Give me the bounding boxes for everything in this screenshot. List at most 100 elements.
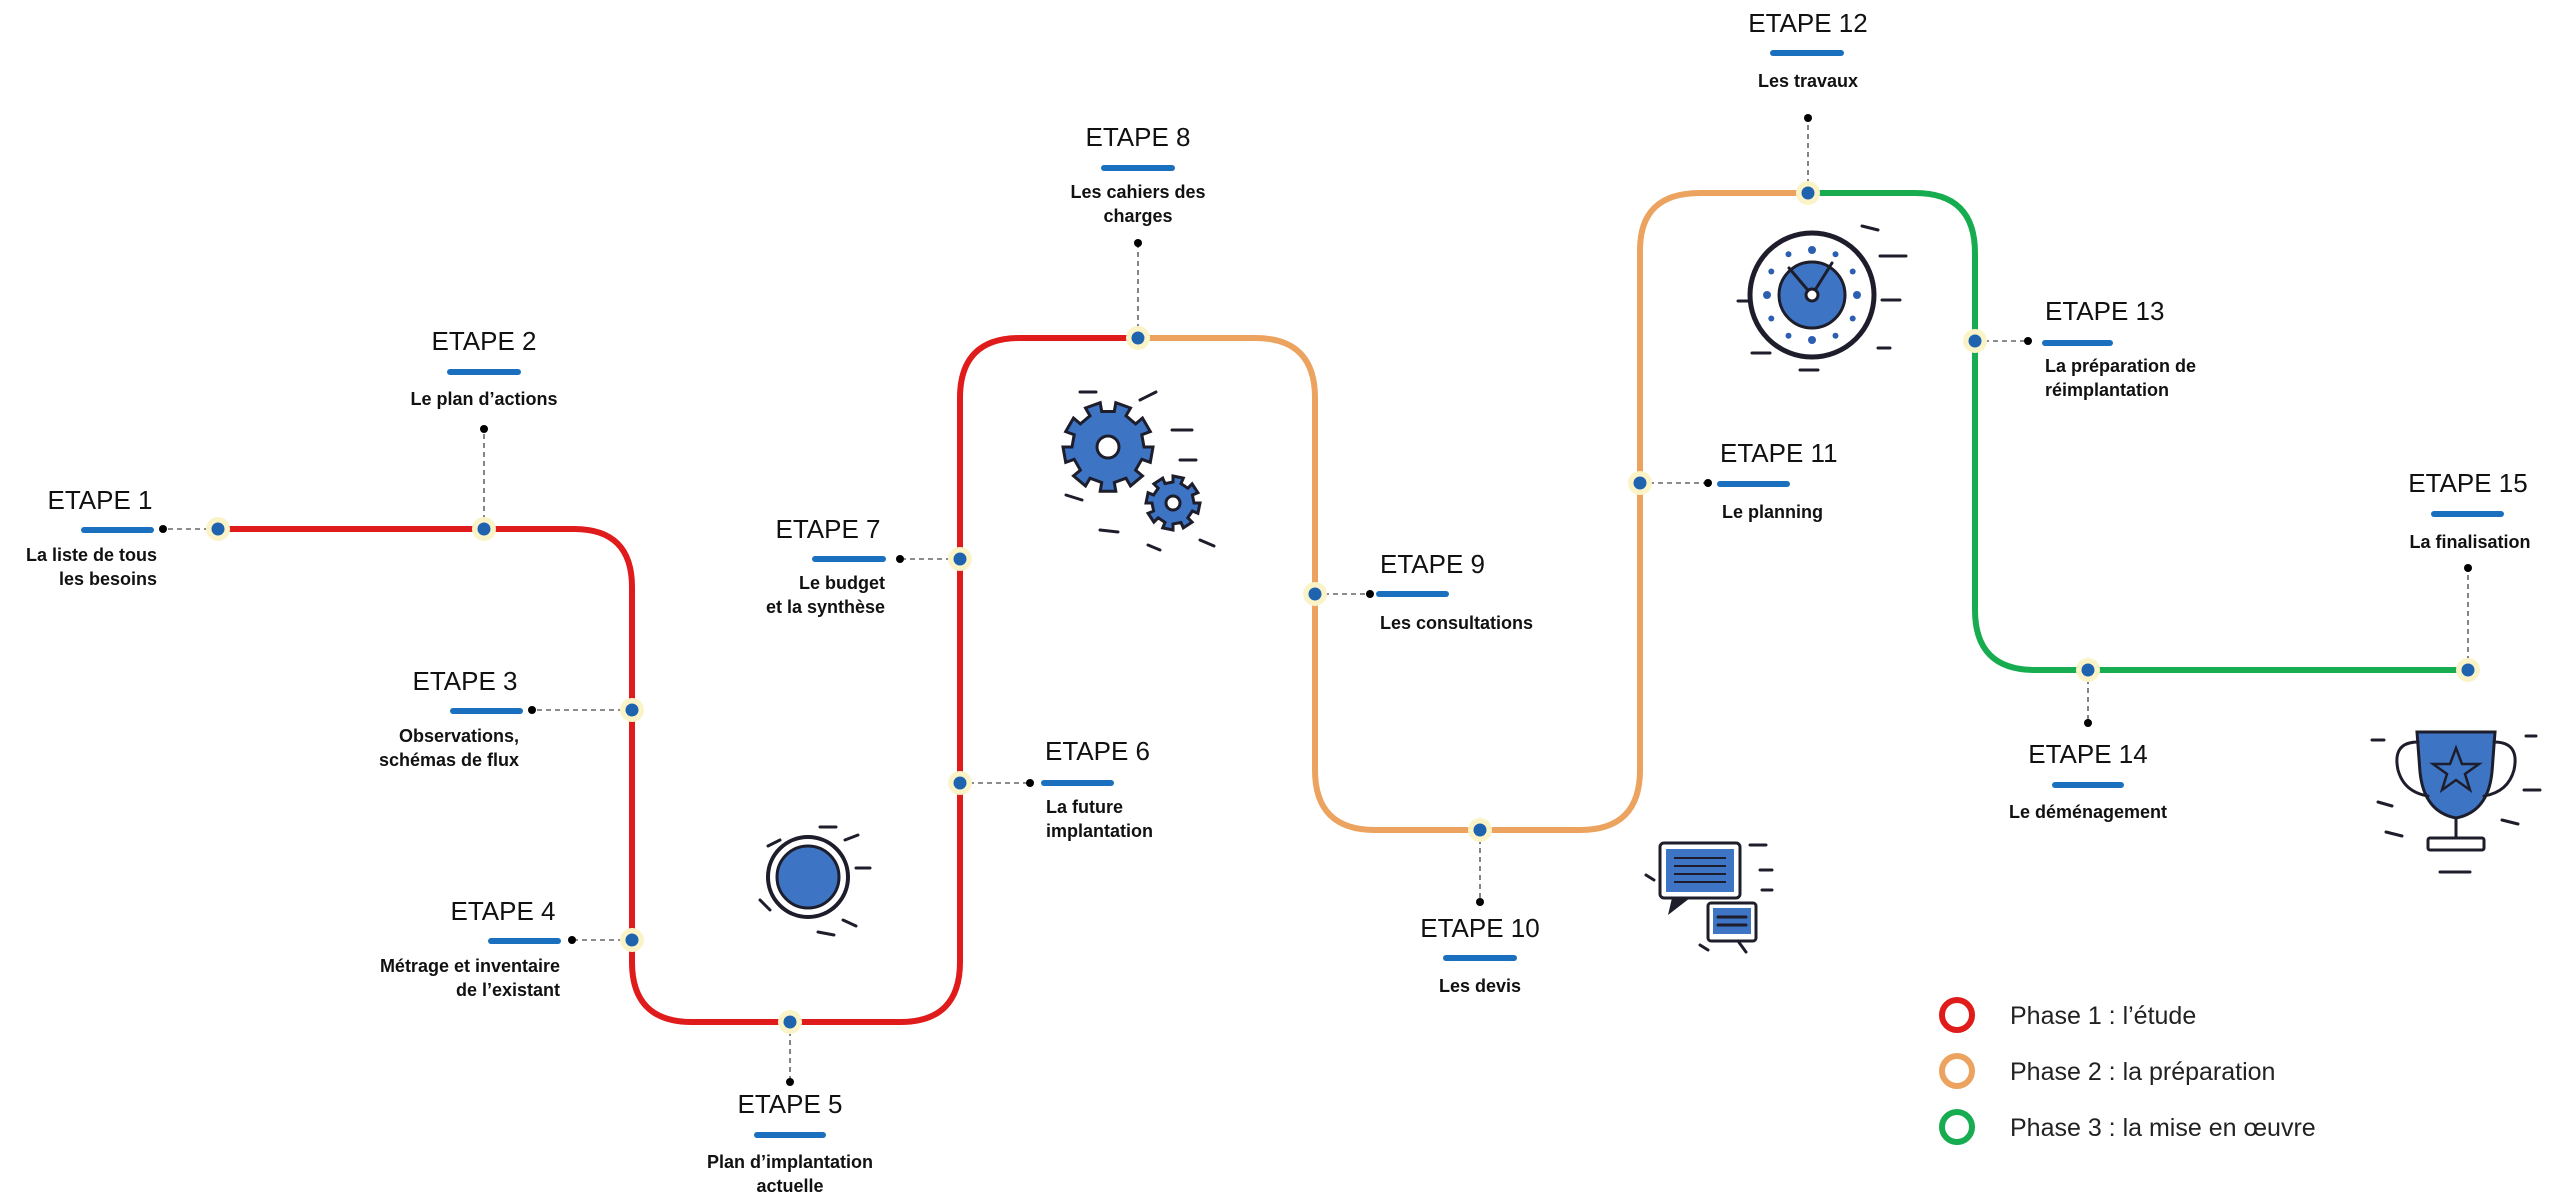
legend-phase2-label: Phase 2 : la préparation bbox=[2010, 1058, 2275, 1086]
step-14-node bbox=[2081, 663, 2095, 677]
step-8-desc-line-2: charges bbox=[1103, 206, 1172, 226]
step-11-desc-line-1: Le planning bbox=[1722, 502, 1823, 522]
step-1-node bbox=[211, 522, 225, 536]
step-7-node bbox=[953, 552, 967, 566]
step-5-node bbox=[783, 1015, 797, 1029]
step-3-title: ETAPE 3 bbox=[412, 666, 517, 696]
step-13-desc-line-2: réimplantation bbox=[2045, 380, 2169, 400]
step-15-node bbox=[2461, 663, 2475, 677]
step-10-desc-line-1: Les devis bbox=[1439, 976, 1521, 996]
step-8-title: ETAPE 8 bbox=[1085, 122, 1190, 152]
step-2-connector-dot bbox=[480, 425, 488, 433]
step-6-title: ETAPE 6 bbox=[1045, 736, 1150, 766]
phase3-path bbox=[1805, 190, 2471, 673]
step-6-node bbox=[953, 776, 967, 790]
step-3-desc-line-1: Observations, bbox=[399, 726, 519, 746]
step-7-connector-dot bbox=[896, 555, 904, 563]
step-4-connector-dot bbox=[568, 936, 576, 944]
step-13-title: ETAPE 13 bbox=[2045, 296, 2164, 326]
step-8: ETAPE 8 Les cahiers des charges bbox=[1070, 122, 1206, 350]
step-12-node bbox=[1801, 186, 1815, 200]
step-13-desc-line-1: La préparation de bbox=[2045, 356, 2196, 376]
step-12-connector-dot bbox=[1804, 114, 1812, 122]
legend-item-2: Phase 2 : la préparation bbox=[1939, 1053, 2275, 1089]
step-10-title: ETAPE 10 bbox=[1420, 913, 1539, 943]
step-14-title: ETAPE 14 bbox=[2028, 739, 2147, 769]
step-4: ETAPE 4 Métrage et inventaire de l’existan… bbox=[380, 896, 644, 1000]
step-6-desc-line-1: La future bbox=[1046, 797, 1123, 817]
step-1-connector-dot bbox=[159, 525, 167, 533]
step-8-node bbox=[1131, 331, 1145, 345]
step-14-connector-dot bbox=[2084, 719, 2092, 727]
step-6-connector-dot bbox=[1026, 779, 1034, 787]
step-12: ETAPE 12 Les travaux bbox=[1748, 8, 1868, 205]
step-10: ETAPE 10 Les devis bbox=[1420, 818, 1540, 996]
step-4-desc-line-1: Métrage et inventaire bbox=[380, 956, 560, 976]
legend-phase3-label: Phase 3 : la mise en œuvre bbox=[2010, 1114, 2316, 1142]
phase2-path bbox=[1135, 190, 1811, 833]
legend-phase3-marker bbox=[1939, 1109, 1975, 1145]
step-5: ETAPE 5 Plan d’implantation actuelle bbox=[707, 1010, 873, 1196]
phase1-path bbox=[215, 335, 1141, 1025]
step-3: ETAPE 3 Observations, schémas de flux bbox=[379, 666, 644, 770]
legend-item-1: Phase 1 : l’étude bbox=[1939, 997, 2196, 1033]
step-14-desc-line-1: Le déménagement bbox=[2009, 802, 2167, 822]
step-2-title: ETAPE 2 bbox=[431, 326, 536, 356]
step-4-node bbox=[625, 933, 639, 947]
step-15-connector-dot bbox=[2464, 564, 2472, 572]
step-14: ETAPE 14 Le déménagement bbox=[2009, 658, 2167, 822]
step-7-desc-line-1: Le budget bbox=[799, 573, 885, 593]
step-7-title: ETAPE 7 bbox=[775, 514, 880, 544]
legend-phase1-label: Phase 1 : l’étude bbox=[2010, 1002, 2196, 1030]
clock-icon bbox=[1736, 224, 1908, 372]
legend-phase2-marker bbox=[1939, 1053, 1975, 1089]
step-9-node bbox=[1308, 587, 1322, 601]
step-3-desc-line-2: schémas de flux bbox=[379, 750, 519, 770]
step-8-connector-dot bbox=[1134, 239, 1142, 247]
step-13-node bbox=[1968, 334, 1982, 348]
magnifier-icon bbox=[736, 825, 872, 952]
step-5-desc-line-2: actuelle bbox=[756, 1176, 823, 1196]
step-12-desc-line-1: Les travaux bbox=[1758, 71, 1858, 91]
step-2-desc-line-1: Le plan d’actions bbox=[410, 389, 557, 409]
chat-screens-icon bbox=[1644, 841, 1774, 954]
step-12-title: ETAPE 12 bbox=[1748, 8, 1867, 38]
step-2-node bbox=[477, 522, 491, 536]
step-9-title: ETAPE 9 bbox=[1380, 549, 1485, 579]
step-9-desc-line-1: Les consultations bbox=[1380, 613, 1533, 633]
step-7: ETAPE 7 Le budget et la synthèse bbox=[766, 514, 972, 617]
step-11-title: ETAPE 11 bbox=[1720, 438, 1838, 468]
step-5-desc-line-1: Plan d’implantation bbox=[707, 1152, 873, 1172]
step-2: ETAPE 2 Le plan d’actions bbox=[410, 326, 558, 541]
step-5-title: ETAPE 5 bbox=[737, 1089, 842, 1119]
step-6-desc-line-2: implantation bbox=[1046, 821, 1153, 841]
step-15-desc-line-1: La finalisation bbox=[2409, 532, 2530, 552]
step-7-desc-line-2: et la synthèse bbox=[766, 597, 885, 617]
step-11: ETAPE 11 Le planning bbox=[1628, 438, 1838, 522]
step-15-title: ETAPE 15 bbox=[2408, 468, 2527, 498]
step-11-node bbox=[1633, 476, 1647, 490]
trophy-icon bbox=[2370, 730, 2542, 874]
legend-phase1-marker bbox=[1939, 997, 1975, 1033]
step-9-connector-dot bbox=[1366, 590, 1374, 598]
step-1-desc-line-2: les besoins bbox=[59, 569, 157, 589]
step-15: ETAPE 15 La finalisation bbox=[2408, 468, 2531, 682]
step-9: ETAPE 9 Les consultations bbox=[1303, 549, 1533, 633]
step-13-connector-dot bbox=[2024, 337, 2032, 345]
step-13: ETAPE 13 La préparation de réimplantation bbox=[1963, 296, 2196, 400]
step-10-connector-dot bbox=[1476, 898, 1484, 906]
step-6: ETAPE 6 La future implantation bbox=[948, 736, 1153, 841]
gears-icon bbox=[1061, 390, 1216, 552]
legend-item-3: Phase 3 : la mise en œuvre bbox=[1939, 1109, 2316, 1145]
step-1-desc-line-1: La liste de tous bbox=[26, 545, 157, 565]
step-8-desc-line-1: Les cahiers des bbox=[1070, 182, 1205, 202]
step-4-desc-line-2: de l’existant bbox=[456, 980, 560, 1000]
step-5-connector-dot bbox=[786, 1078, 794, 1086]
step-3-connector-dot bbox=[528, 706, 536, 714]
step-11-connector-dot bbox=[1704, 479, 1712, 487]
step-10-node bbox=[1473, 823, 1487, 837]
step-4-title: ETAPE 4 bbox=[450, 896, 555, 926]
